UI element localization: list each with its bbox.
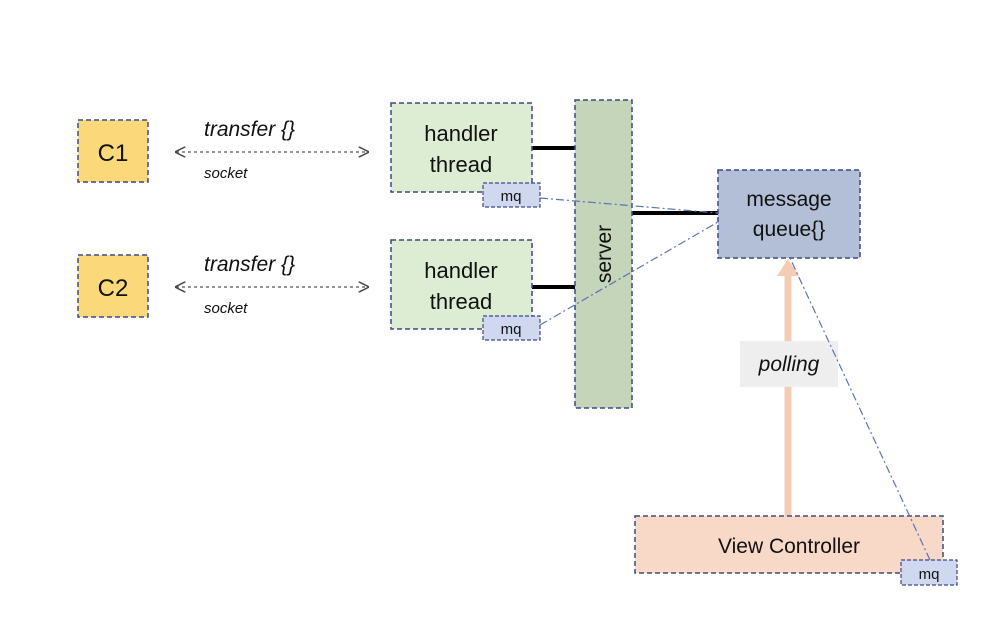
server-box: server [574, 99, 633, 409]
socket-label-2: socket [204, 300, 248, 317]
client-c1: C1 [77, 119, 149, 183]
transfer-label-1: transfer {} [204, 118, 295, 141]
mq-ref-line-1 [539, 197, 719, 214]
handler-thread-2: handler thread [390, 239, 533, 330]
socket-label-1: socket [204, 165, 248, 182]
mq-tag-handler-1-label: mq [501, 188, 522, 205]
mq-tag-handler-2: mq [482, 315, 541, 341]
queue-line1: message [746, 188, 831, 211]
handler-1-line2: thread [430, 152, 492, 177]
transfer-label-2: transfer {} [204, 253, 295, 276]
client-c2-label: C2 [98, 275, 129, 302]
handler-2-line1: handler [424, 258, 497, 283]
mq-ref-line-2 [539, 221, 719, 326]
handler-thread-1: handler thread [390, 102, 533, 193]
handler-2-line2: thread [430, 289, 492, 314]
client-c1-label: C1 [98, 140, 129, 167]
polling-label: polling [758, 353, 820, 376]
mq-tag-handler-1: mq [482, 182, 541, 208]
client-c2: C2 [77, 254, 149, 318]
polling-arrow [777, 259, 799, 516]
view-controller-label: View Controller [718, 535, 860, 558]
mq-tag-view-controller-label: mq [919, 566, 940, 583]
view-controller-box: View Controller [634, 515, 944, 574]
mq-tag-handler-2-label: mq [501, 321, 522, 338]
queue-line2: queue{} [753, 218, 825, 241]
server-label: server [593, 225, 616, 283]
mq-tag-view-controller: mq [900, 559, 958, 586]
handler-1-line1: handler [424, 121, 497, 146]
message-queue-box: message queue{} [717, 169, 861, 259]
mq-ref-line-3 [789, 257, 931, 561]
polling-label-box: polling [740, 341, 838, 387]
